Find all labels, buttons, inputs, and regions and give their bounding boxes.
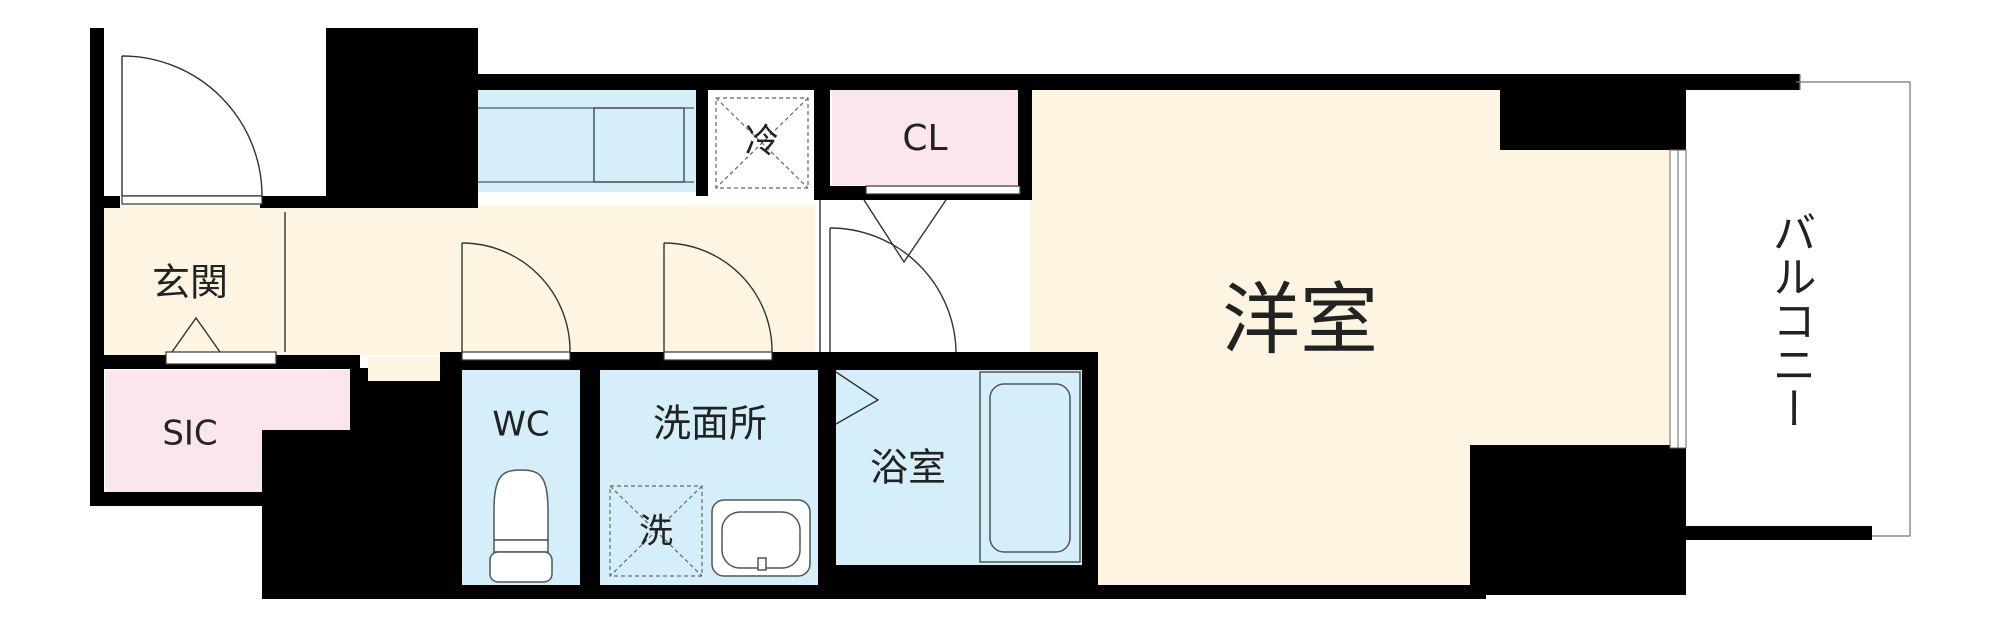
label-closet: CL — [902, 118, 947, 159]
washroom-door-threshold — [663, 351, 773, 361]
doors — [121, 55, 957, 425]
label-wc: WC — [492, 405, 549, 445]
balcony-area — [1686, 90, 1910, 526]
hallway-opening — [368, 357, 440, 381]
western-room-floor — [1030, 90, 1670, 590]
hallway-floor — [100, 205, 815, 355]
fridge-box — [715, 97, 809, 189]
label-yokushitsu: 浴室 — [870, 446, 946, 490]
label-balcony: バルコニー — [1765, 210, 1816, 430]
bathtub-inner — [989, 383, 1071, 553]
walls — [90, 28, 1872, 599]
toilet — [489, 469, 553, 583]
label-sic: SIC — [162, 414, 217, 454]
label-senmenjo: 洗面所 — [653, 402, 767, 446]
entry-door-threshold — [121, 195, 263, 205]
closet-floor — [832, 90, 1018, 185]
label-fridge: 冷 — [745, 122, 779, 162]
wc-door-threshold — [461, 351, 571, 361]
bathtub — [979, 371, 1081, 563]
label-genkan: 玄関 — [152, 261, 228, 305]
kitchen-counter — [478, 90, 696, 192]
fridge-space — [710, 90, 814, 192]
label-washer: 洗 — [639, 512, 673, 552]
sic-floor — [105, 370, 350, 492]
genkan-step — [165, 351, 277, 365]
washer-box — [609, 485, 703, 577]
wash-basin — [711, 499, 811, 577]
closet-door-threshold — [865, 185, 1021, 195]
label-yoshitsu: 洋室 — [1222, 275, 1378, 365]
balcony-outline — [1796, 81, 1911, 537]
